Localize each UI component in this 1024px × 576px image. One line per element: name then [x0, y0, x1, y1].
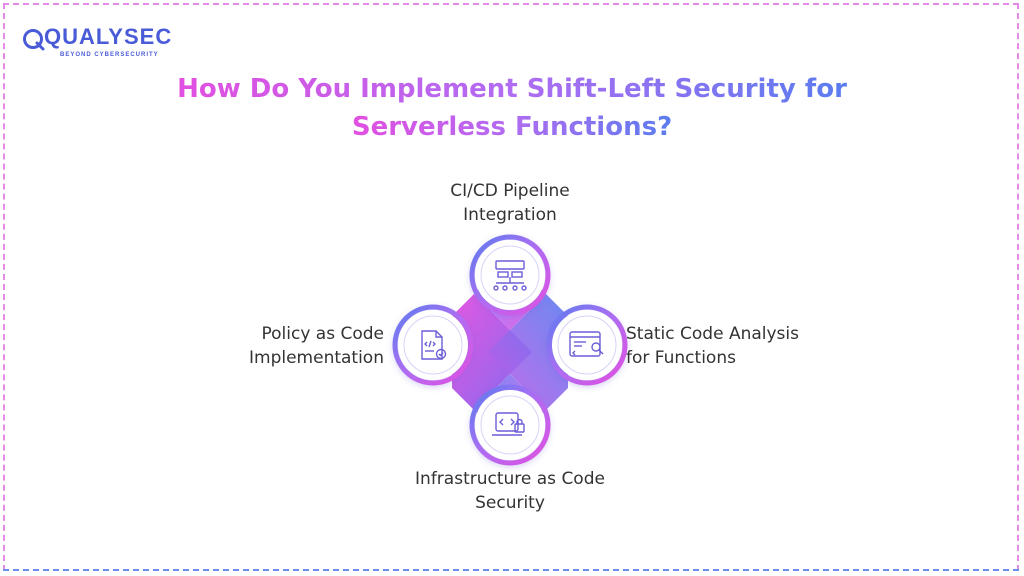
label-left-line-1: Policy as Code: [261, 324, 384, 344]
policy-document-icon: [421, 330, 447, 360]
page-title: How Do You Implement Shift-Left Security…: [80, 70, 944, 146]
label-bottom: Infrastructure as Code Security: [380, 467, 640, 515]
node-right: [546, 304, 628, 386]
label-right-line-1: Static Code Analysis: [626, 324, 799, 344]
brand-tagline: BEYOND CYBERSECURITY: [60, 52, 159, 58]
label-left: Policy as Code Implementation: [180, 322, 384, 370]
label-top-line-1: CI/CD Pipeline: [450, 181, 570, 201]
label-bottom-line-2: Security: [475, 493, 545, 513]
title-line-1: How Do You Implement Shift-Left Security…: [177, 74, 847, 104]
pipeline-icon: [493, 260, 527, 291]
label-bottom-line-1: Infrastructure as Code: [415, 469, 605, 489]
logo-q-icon: [23, 29, 45, 51]
node-bottom: [469, 384, 551, 466]
label-right: Static Code Analysis for Functions: [626, 322, 856, 370]
label-right-line-2: for Functions: [626, 348, 736, 368]
page-border-bottom: [3, 569, 1019, 571]
infra-code-icon: [492, 412, 525, 436]
label-left-line-2: Implementation: [249, 348, 384, 368]
label-top: CI/CD Pipeline Integration: [410, 179, 610, 227]
label-top-line-2: Integration: [463, 205, 557, 225]
node-left: [392, 304, 474, 386]
brand-logo: QUALYSEC BEYOND CYBERSECURITY: [22, 24, 171, 64]
code-analysis-icon: [569, 331, 604, 357]
title-line-2: Serverless Functions?: [351, 112, 673, 142]
brand-name: QUALYSEC: [44, 24, 173, 49]
node-top: [469, 234, 551, 316]
